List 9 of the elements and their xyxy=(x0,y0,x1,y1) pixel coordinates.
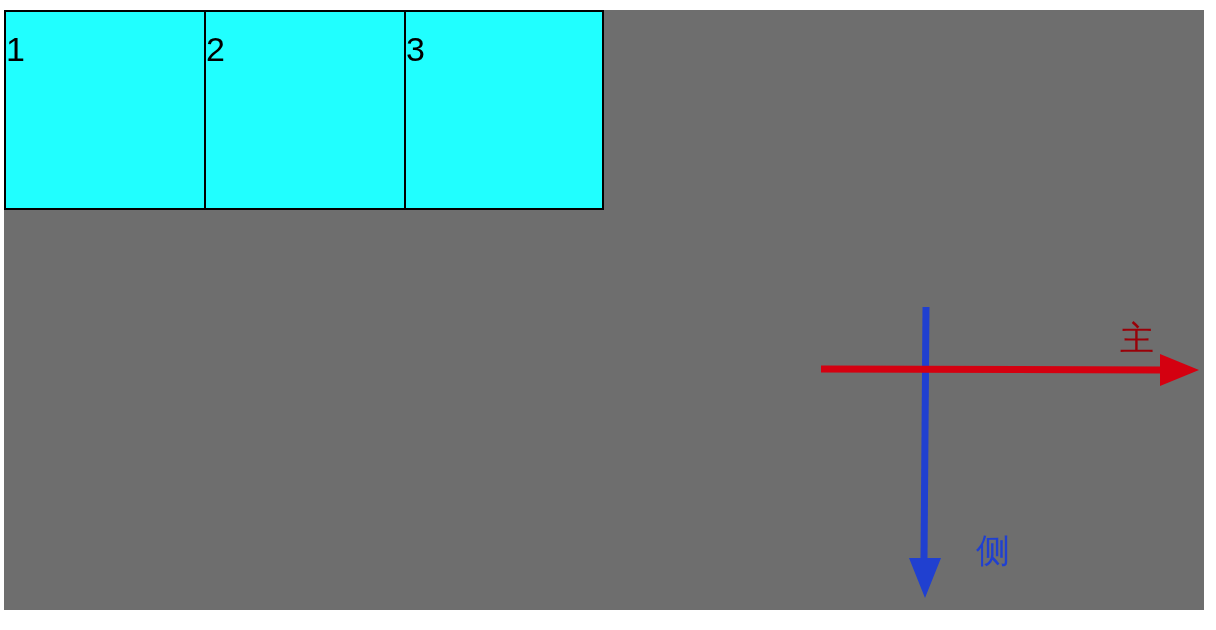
item-number: 3 xyxy=(406,32,425,66)
item-number: 1 xyxy=(6,32,25,66)
flex-item xyxy=(404,10,604,210)
axis-label: 主 xyxy=(1120,320,1154,356)
item-number: 2 xyxy=(206,32,225,66)
flex-item xyxy=(204,10,406,210)
container-panel xyxy=(4,10,1204,610)
axis-label: 侧 xyxy=(976,532,1010,568)
flex-item xyxy=(4,10,206,210)
